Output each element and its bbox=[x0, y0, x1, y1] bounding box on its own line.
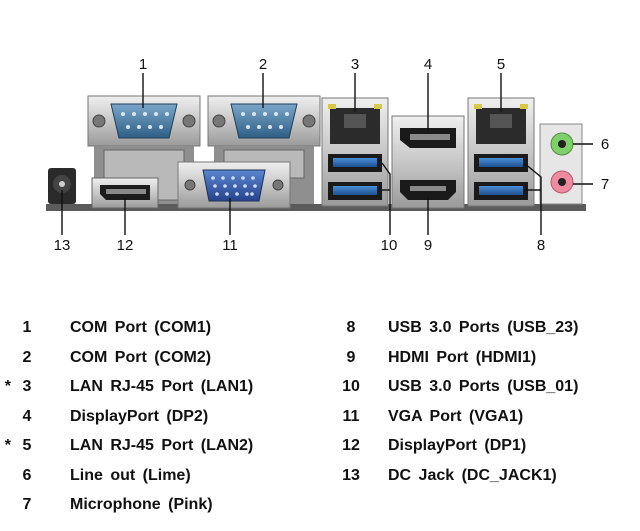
callout-10: 10 bbox=[381, 237, 398, 254]
legend-number: 11 bbox=[342, 407, 360, 425]
callout-1: 1 bbox=[139, 56, 147, 73]
callout-7: 7 bbox=[601, 176, 609, 193]
lan2-usb23-stack bbox=[467, 97, 535, 207]
legend-number: 10 bbox=[342, 378, 360, 395]
legend-item-7: 7 Microphone (Pink) bbox=[12, 490, 213, 520]
callout-9: 9 bbox=[424, 237, 432, 254]
legend-text: DC Jack (DC_JACK1) bbox=[388, 466, 557, 484]
legend-text: DisplayPort (DP1) bbox=[388, 437, 527, 454]
callout-2: 2 bbox=[259, 56, 267, 73]
legend-item-12: 12 DisplayPort (DP1) bbox=[338, 431, 526, 461]
legend-number: 8 bbox=[346, 319, 356, 336]
legend-number: 9 bbox=[346, 348, 356, 366]
legend-item-6: 6 Line out (Lime) bbox=[12, 461, 191, 491]
legend-item-13: 13 DC Jack (DC_JACK1) bbox=[338, 461, 557, 491]
callout-4: 4 bbox=[424, 56, 432, 73]
callout-11: 11 bbox=[222, 237, 238, 254]
legend-text: Microphone (Pink) bbox=[70, 496, 213, 513]
legend-text: HDMI Port (HDMI1) bbox=[388, 348, 537, 366]
legend-number: 13 bbox=[342, 466, 360, 484]
legend-number: 5 bbox=[22, 437, 32, 454]
callout-12: 12 bbox=[117, 237, 134, 254]
vga-port bbox=[177, 161, 291, 209]
dp2-hdmi-stack bbox=[391, 115, 465, 209]
legend-star: * bbox=[4, 378, 11, 395]
legend-number: 7 bbox=[22, 496, 32, 513]
lan1-usb01-stack bbox=[321, 97, 389, 207]
callout-6: 6 bbox=[601, 136, 609, 153]
callout-8: 8 bbox=[537, 237, 545, 254]
legend-item-3: * 3 LAN RJ-45 Port (LAN1) bbox=[5, 372, 253, 402]
legend-right: 8 USB 3.0 Ports (USB_23) 9 HDMI Port (HDMI… bbox=[338, 313, 579, 491]
audio-stack bbox=[539, 123, 583, 205]
callout-13: 13 bbox=[54, 237, 71, 254]
legend-number: 4 bbox=[22, 407, 32, 425]
legend-text: USB 3.0 Ports (USB_23) bbox=[388, 319, 579, 336]
legend-text: DisplayPort (DP2) bbox=[70, 407, 209, 425]
board-edge bbox=[46, 204, 586, 211]
dc-jack bbox=[48, 168, 76, 204]
legend-text: Line out (Lime) bbox=[70, 466, 191, 484]
legend-text: COM Port (COM1) bbox=[70, 319, 212, 336]
io-panel-diagram: 1 2 3 4 5 6 7 8 9 10 11 12 13 bbox=[46, 56, 609, 254]
leader-lines bbox=[61, 73, 593, 235]
legend-item-2: 2 COM Port (COM2) bbox=[12, 343, 212, 373]
legend-item-11: 11 VGA Port (VGA1) bbox=[338, 402, 524, 432]
legend-number: 2 bbox=[22, 348, 32, 366]
legend-text: LAN RJ-45 Port (LAN1) bbox=[70, 378, 254, 395]
legend-number: 3 bbox=[22, 378, 32, 395]
legend-item-8: 8 USB 3.0 Ports (USB_23) bbox=[338, 313, 579, 343]
legend-number: 6 bbox=[22, 466, 32, 484]
legend-number: 1 bbox=[22, 319, 32, 336]
legend-item-1: 1 COM Port (COM1) bbox=[12, 313, 212, 343]
legend-item-4: 4 DisplayPort (DP2) bbox=[12, 402, 209, 432]
legend-text: LAN RJ-45 Port (LAN2) bbox=[70, 437, 254, 454]
legend-star: * bbox=[4, 437, 11, 454]
legend-text: USB 3.0 Ports (USB_01) bbox=[388, 378, 579, 395]
legend-text: COM Port (COM2) bbox=[70, 348, 212, 366]
legend-item-5: * 5 LAN RJ-45 Port (LAN2) bbox=[5, 431, 253, 461]
legend-text: VGA Port (VGA1) bbox=[388, 407, 524, 425]
legend-item-10: 10 USB 3.0 Ports (USB_01) bbox=[338, 372, 578, 402]
legend-number: 12 bbox=[342, 437, 360, 454]
callout-3: 3 bbox=[351, 56, 359, 73]
legend-item-9: 9 HDMI Port (HDMI1) bbox=[338, 343, 537, 373]
callout-5: 5 bbox=[497, 56, 505, 73]
